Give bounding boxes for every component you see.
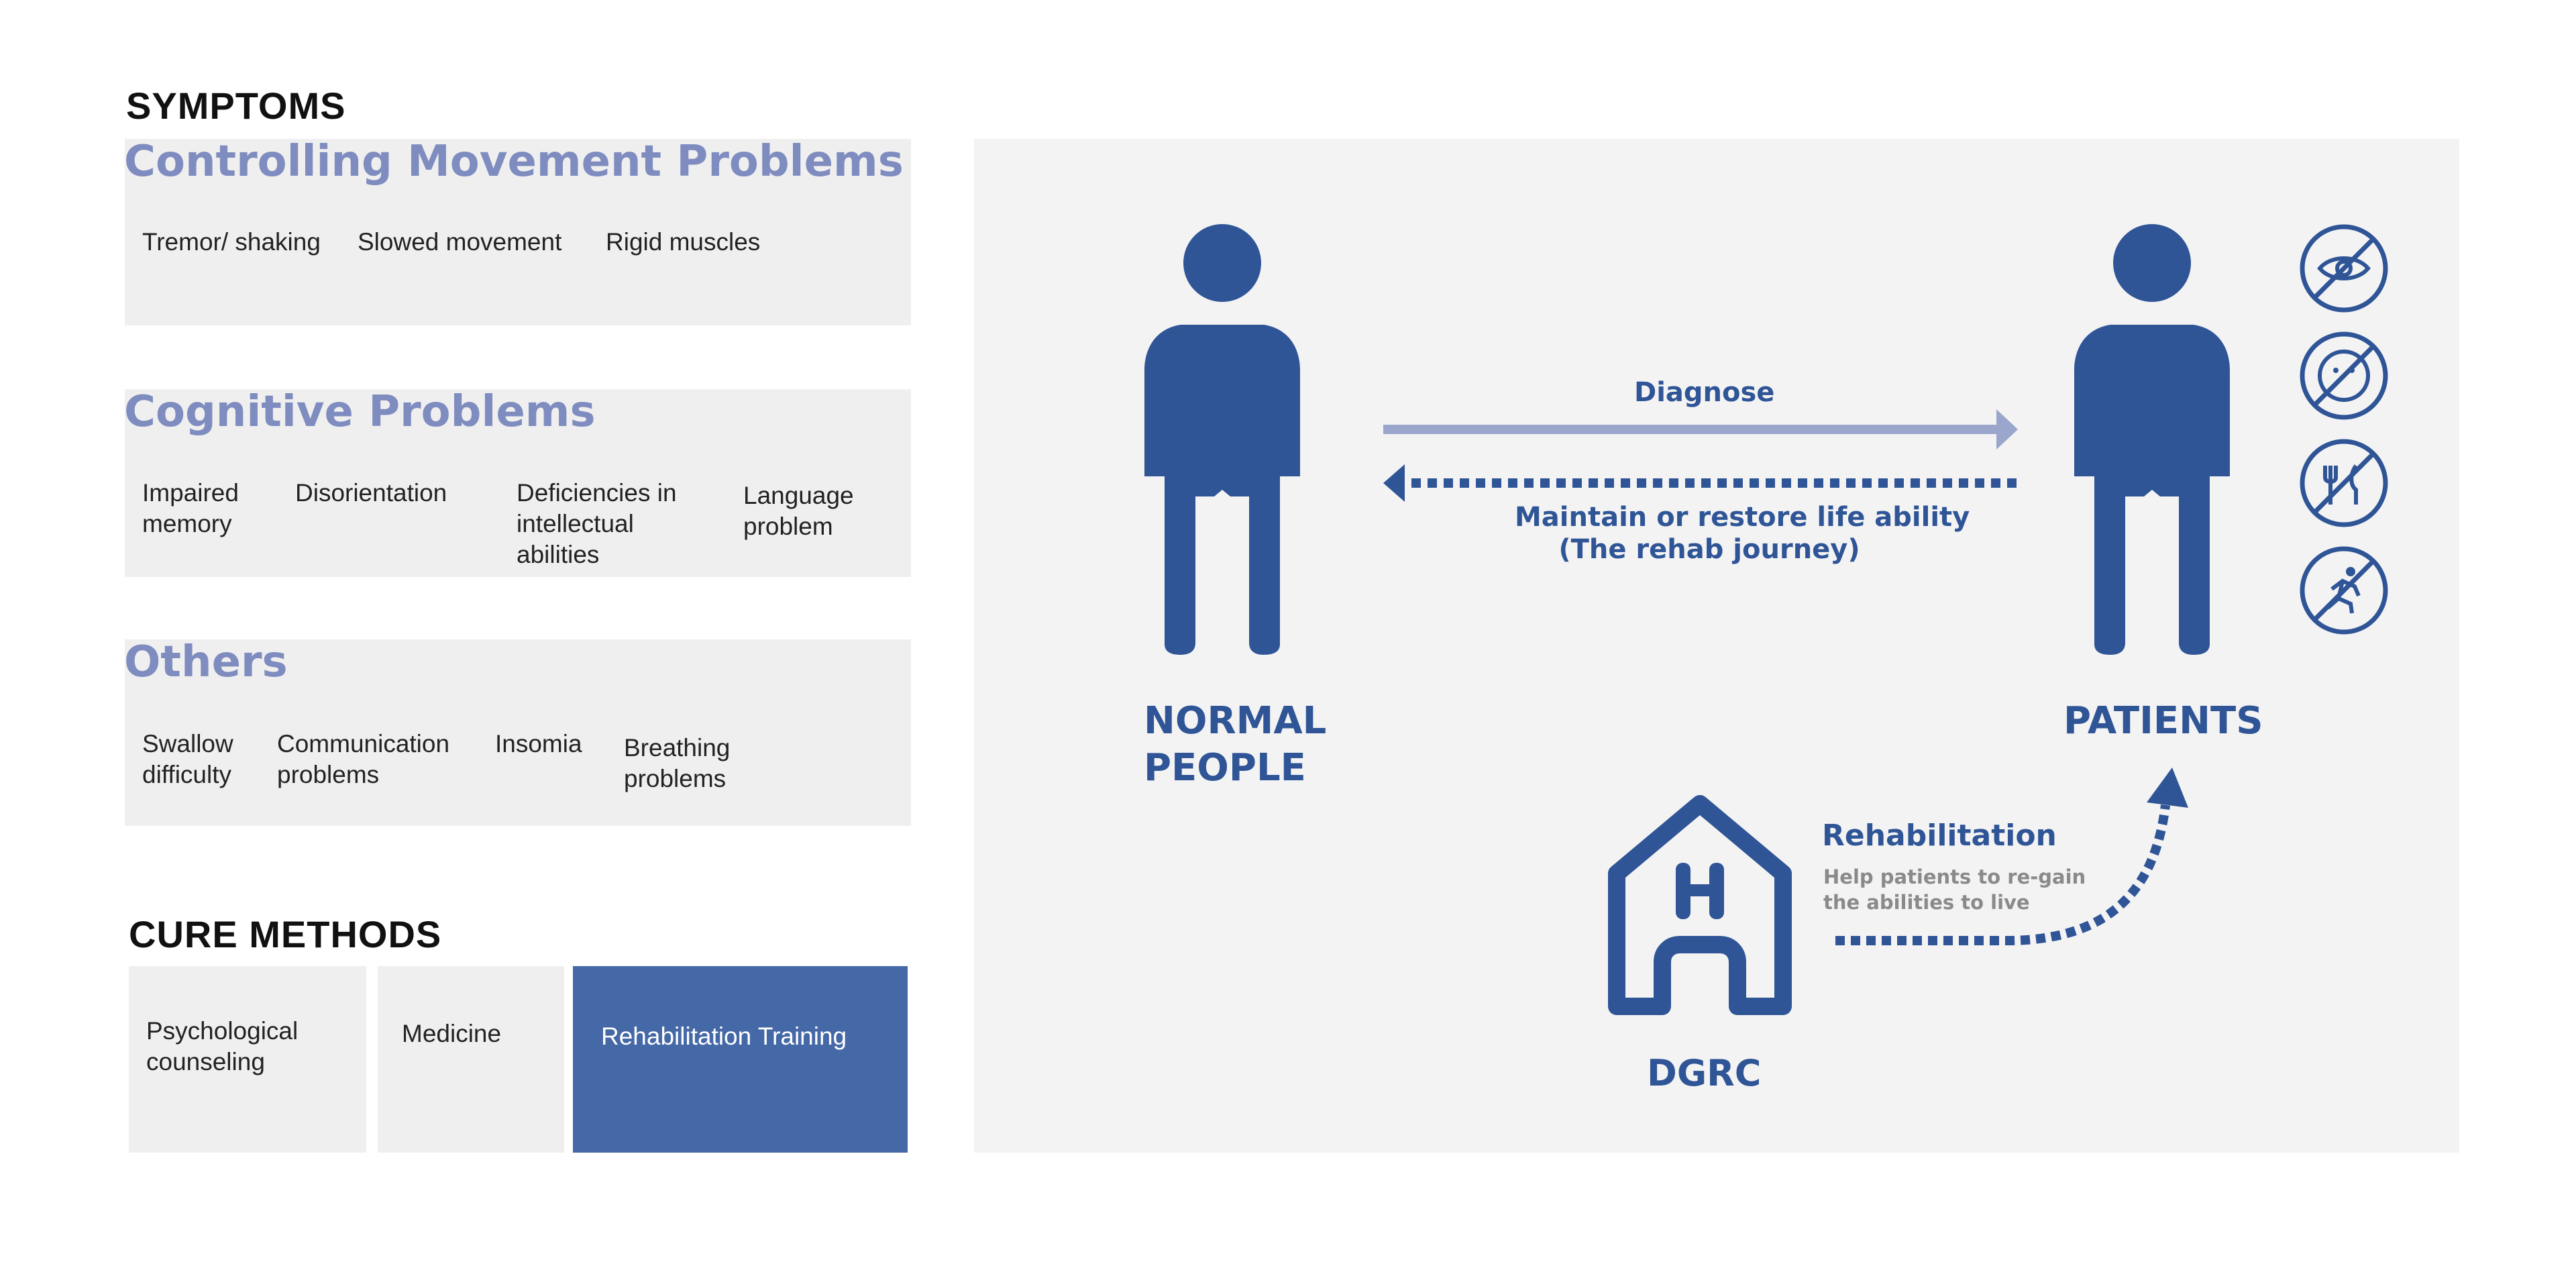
symptom-item: Impaired memory bbox=[142, 479, 239, 537]
patients-label: PATIENTS bbox=[2063, 699, 2263, 743]
diagnose-arrow bbox=[1383, 409, 2018, 450]
symptom-panel-others bbox=[125, 639, 911, 826]
symptom-item: Swallow difficulty bbox=[142, 730, 233, 788]
symptom-item: Breathing problems bbox=[624, 734, 731, 792]
symptom-item: Disorientation bbox=[295, 479, 447, 507]
category-title-cognitive: Cognitive Problems bbox=[124, 387, 596, 437]
cure-label: Rehabilitation Training bbox=[601, 1022, 847, 1050]
utensils-slash-icon bbox=[2300, 439, 2388, 527]
normal-people-label: NORMAL PEOPLE bbox=[1144, 699, 1327, 790]
face-slash-icon bbox=[2300, 331, 2388, 420]
rehabilitation-desc-line2: the abilities to live bbox=[1823, 891, 2030, 914]
person-patient-icon bbox=[2074, 224, 2230, 655]
cure-option-medicine[interactable]: Medicine bbox=[378, 966, 564, 1153]
diagnose-label: Diagnose bbox=[1634, 377, 1775, 408]
symptom-item: Deficiencies in intellectual abilities bbox=[517, 479, 677, 568]
rehabilitation-title: Rehabilitation bbox=[1822, 819, 2057, 853]
dgrc-label: DGRC bbox=[1647, 1052, 1762, 1094]
cure-methods-heading: CURE METHODS bbox=[129, 913, 442, 955]
hospital-building-icon bbox=[1608, 795, 1792, 1015]
symptom-item: Insomia bbox=[495, 730, 582, 757]
symptom-item: Communication problems bbox=[277, 730, 450, 788]
symptom-item: Tremor/ shaking bbox=[142, 228, 321, 256]
symptom-panel-cognitive bbox=[125, 389, 911, 577]
symptoms-heading: SYMPTOMS bbox=[126, 85, 346, 127]
running-slash-icon bbox=[2300, 546, 2388, 635]
rehab-journey-arrow bbox=[1383, 464, 2017, 502]
cure-label: Psychological counseling bbox=[146, 1017, 299, 1075]
rehab-journey-label-line2: (The rehab journey) bbox=[1558, 534, 1860, 565]
rehab-journey-label-line1: Maintain or restore life ability bbox=[1515, 502, 1970, 533]
cure-option-rehabilitation-training[interactable]: Rehabilitation Training bbox=[573, 966, 908, 1153]
diagram-panel bbox=[974, 139, 2459, 1153]
symptom-item: Rigid muscles bbox=[606, 228, 761, 256]
category-title-others: Others bbox=[124, 637, 288, 687]
symptom-panel-movement bbox=[125, 139, 911, 325]
symptom-item: Language problem bbox=[743, 482, 854, 540]
rehabilitation-arrow bbox=[1835, 768, 2188, 945]
category-title-movement: Controlling Movement Problems bbox=[124, 137, 904, 187]
cure-option-psychological-counseling[interactable]: Psychological counseling bbox=[129, 966, 366, 1153]
symptom-item: Slowed movement bbox=[358, 228, 562, 256]
cure-label: Medicine bbox=[402, 1020, 502, 1047]
person-normal-icon bbox=[1144, 224, 1300, 655]
eye-slash-icon bbox=[2300, 224, 2388, 313]
rehabilitation-desc-line1: Help patients to re-gain bbox=[1823, 865, 2086, 888]
